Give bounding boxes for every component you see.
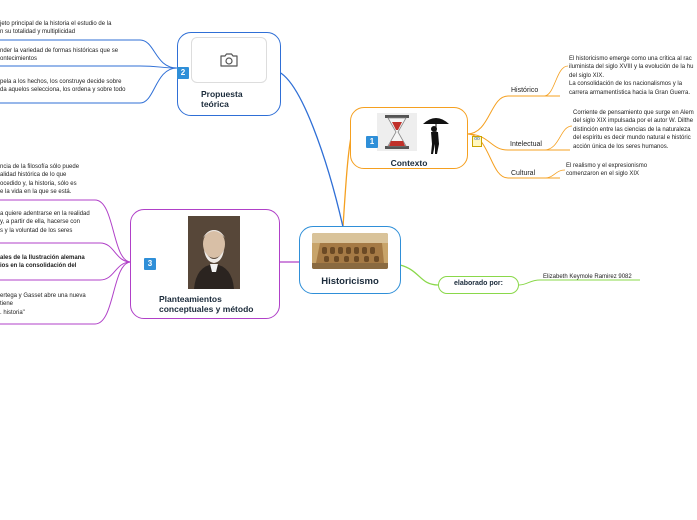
propuesta-title: Propuesta teórica — [201, 89, 243, 109]
portrait-image — [188, 216, 240, 289]
branch-label-intelectual[interactable]: Intelectual — [510, 141, 542, 148]
propuesta-node[interactable]: Propuesta teórica — [177, 32, 281, 116]
elaborado-node[interactable]: elaborado por: — [438, 276, 519, 294]
planteamientos-title: Planteamientos conceptuales y método — [159, 294, 254, 314]
branch-label-historico[interactable]: Histórico — [511, 87, 539, 94]
propuesta-number-badge: 2 — [177, 67, 189, 79]
image-placeholder — [191, 37, 267, 83]
propuesta-item-3: pela a los hechos, los construye decide … — [0, 79, 126, 94]
branch-text-intelectual: Corriente de pensamiento que surge en Al… — [573, 110, 694, 150]
author-name: Elizabeth Keymole Ramirez 9082 — [543, 274, 632, 280]
elaborado-label: elaborado por: — [453, 280, 503, 287]
center-title: Historicismo — [321, 276, 379, 287]
colosseum-image — [312, 233, 388, 269]
silhouette-umbrella-image — [421, 112, 451, 154]
branch-text-historico: El historicismo emerge como una crítica … — [569, 56, 694, 96]
branch-label-cultural[interactable]: Cultural — [511, 170, 536, 177]
contexto-title: Contexto — [390, 158, 428, 168]
planteamientos-number-badge: 3 — [144, 258, 156, 270]
branch-text-cultural: El realismo y el expresionismo comenzaro… — [566, 163, 648, 178]
propuesta-item-1: jeto principal de la historia el estudio… — [0, 21, 112, 36]
contexto-number-badge: 1 — [366, 136, 378, 148]
center-node[interactable]: Historicismo — [299, 226, 401, 294]
contexto-link-icon[interactable]: oo — [472, 136, 482, 147]
camera-icon — [220, 53, 238, 67]
hourglass-image — [377, 113, 417, 151]
propuesta-item-2: nder la variedad de formas históricas qu… — [0, 48, 119, 63]
